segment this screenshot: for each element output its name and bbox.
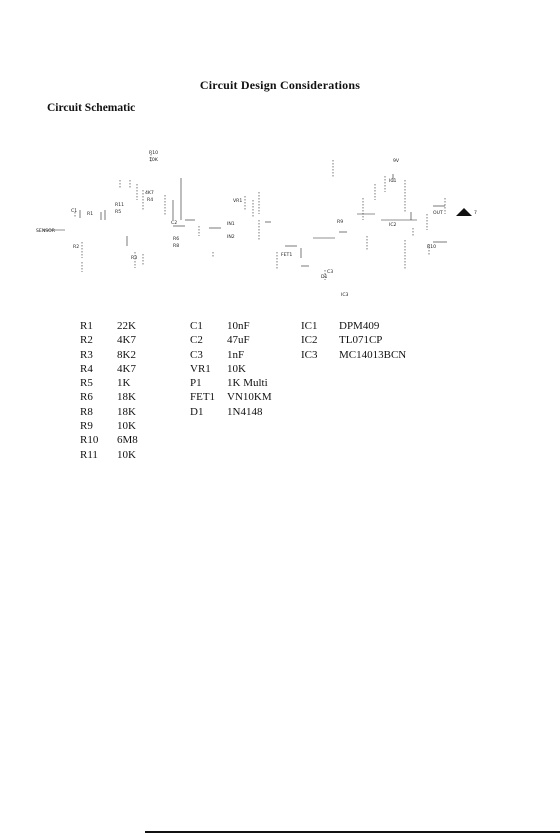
resistor-row: R10 6M8 xyxy=(80,433,138,447)
schematic-label-ic2: IC2 xyxy=(389,222,397,228)
part-value: 6M8 xyxy=(117,434,138,447)
part-value: 8K2 xyxy=(117,348,136,361)
schematic-label-r9: R9 xyxy=(337,219,343,225)
part-value: TL071CP xyxy=(339,334,383,347)
part-ref: R8 xyxy=(80,405,93,418)
part-value: DPM409 xyxy=(339,320,380,332)
part-ref: P1 xyxy=(190,377,202,390)
part-ref: R11 xyxy=(80,448,98,461)
part-value: 4K7 xyxy=(117,334,136,347)
part-ref: IC2 xyxy=(301,334,318,347)
part-value: 18K xyxy=(117,405,136,418)
schematic-label-fet1: FET1 xyxy=(281,252,292,258)
part-ref: C2 xyxy=(190,334,203,347)
part-value: 18K xyxy=(117,391,136,404)
schematic-label-p1: 7 xyxy=(474,210,477,216)
part-ref: R2 xyxy=(80,334,93,347)
resistor-row: R4 4K7 xyxy=(80,362,138,376)
ic-row: IC1 DPM409 xyxy=(301,319,406,333)
schematic-label-r10: R10 xyxy=(149,150,158,156)
schematic-label-out: OUT xyxy=(433,210,443,216)
part-ref: R1 xyxy=(80,320,93,332)
part-value: 10K xyxy=(117,448,136,461)
part-value: 47uF xyxy=(227,334,250,347)
schematic-label-r6: R6 xyxy=(173,236,179,242)
schematic-label-in1: IN1 xyxy=(227,221,235,227)
resistor-row: R2 4K7 xyxy=(80,333,138,347)
part-value: 10nF xyxy=(227,320,250,332)
component-row: C3 1nF xyxy=(190,348,272,362)
part-ref: R4 xyxy=(80,362,93,375)
footer-rule xyxy=(145,831,560,833)
schematic-label-r3: R3 xyxy=(131,255,137,261)
schematic-label-r2: R2 xyxy=(73,244,79,250)
part-ref: C3 xyxy=(190,348,203,361)
part-ref: D1 xyxy=(190,405,204,418)
part-value: 1K Multi xyxy=(227,377,268,390)
part-value: 4K7 xyxy=(117,362,136,375)
resistor-row: R5 1K xyxy=(80,376,138,390)
part-ref: VR1 xyxy=(190,362,211,375)
ic-row: IC2 TL071CP xyxy=(301,333,406,347)
part-ref: C1 xyxy=(190,320,203,332)
schematic-label-sensor: SENSOR xyxy=(36,228,56,234)
schematic-label-c3: C3 xyxy=(327,269,333,275)
component-row: C2 47uF xyxy=(190,333,272,347)
schematic-label-c1: C1 xyxy=(71,208,77,214)
component-row: VR1 10K xyxy=(190,362,272,376)
part-value: 22K xyxy=(117,320,136,332)
component-row: P1 1K Multi xyxy=(190,376,272,390)
part-value: 1nF xyxy=(227,348,245,361)
schematic-label-vr1: VR1 xyxy=(233,198,242,204)
schematic-label-ic1: IC1 xyxy=(389,178,397,184)
schematic-label-r4: R4 xyxy=(147,197,153,203)
part-ref: IC3 xyxy=(301,348,318,361)
part-value: MC14013BCN xyxy=(339,348,407,361)
resistor-row: R3 8K2 xyxy=(80,348,138,362)
part-ref: R9 xyxy=(80,420,93,433)
part-ref: R5 xyxy=(80,377,93,390)
resistor-row: R11 10K xyxy=(80,448,138,462)
resistor-row: R8 18K xyxy=(80,405,138,419)
component-row: D1 1N4148 xyxy=(190,405,272,419)
part-value: 10K xyxy=(117,420,136,433)
schematic-label-in2: IN2 xyxy=(227,234,235,240)
schematic-label-r10-alt: R10 xyxy=(427,244,436,250)
section-title: Circuit Schematic xyxy=(47,102,136,114)
part-value: 1N4148 xyxy=(227,405,263,418)
schematic-label-r4-value: 4K7 xyxy=(145,190,154,196)
part-value: 10K xyxy=(227,362,246,375)
part-ref: R3 xyxy=(80,348,93,361)
output-arrow-icon xyxy=(456,208,472,216)
part-ref: R10 xyxy=(80,434,99,447)
schematic-label-r8: R8 xyxy=(173,243,179,249)
schematic-label-d1: D1 xyxy=(321,274,328,280)
component-row: C1 10nF xyxy=(190,319,272,333)
resistor-row: R9 10K xyxy=(80,419,138,433)
resistor-row: R1 22K xyxy=(80,319,138,333)
schematic-label-r1: R1 xyxy=(87,211,93,217)
part-ref: IC1 xyxy=(301,320,318,332)
schematic-label-c2: C2 xyxy=(171,220,177,226)
component-row: FET1 VN10KM xyxy=(190,390,272,404)
page-title: Circuit Design Considerations xyxy=(199,78,361,92)
part-ref: R6 xyxy=(80,391,93,404)
schematic-label-vcc: 9V xyxy=(393,158,400,164)
resistor-row: R6 18K xyxy=(80,390,138,404)
part-ref: FET1 xyxy=(190,391,216,404)
ic-row: IC3 MC14013BCN xyxy=(301,348,406,362)
schematic-label-r11: R11 xyxy=(115,202,124,208)
schematic-label-r5: R5 xyxy=(115,209,121,215)
part-value: 1K xyxy=(117,377,131,390)
part-value: VN10KM xyxy=(227,391,272,404)
circuit-schematic: SENSOR R10 10K 4K7 R4 R11 R5 C1 R1 R2 R3… xyxy=(36,150,477,298)
schematic-label-ic3: IC3 xyxy=(341,292,349,298)
schematic-label-r10-value: 10K xyxy=(149,157,159,163)
